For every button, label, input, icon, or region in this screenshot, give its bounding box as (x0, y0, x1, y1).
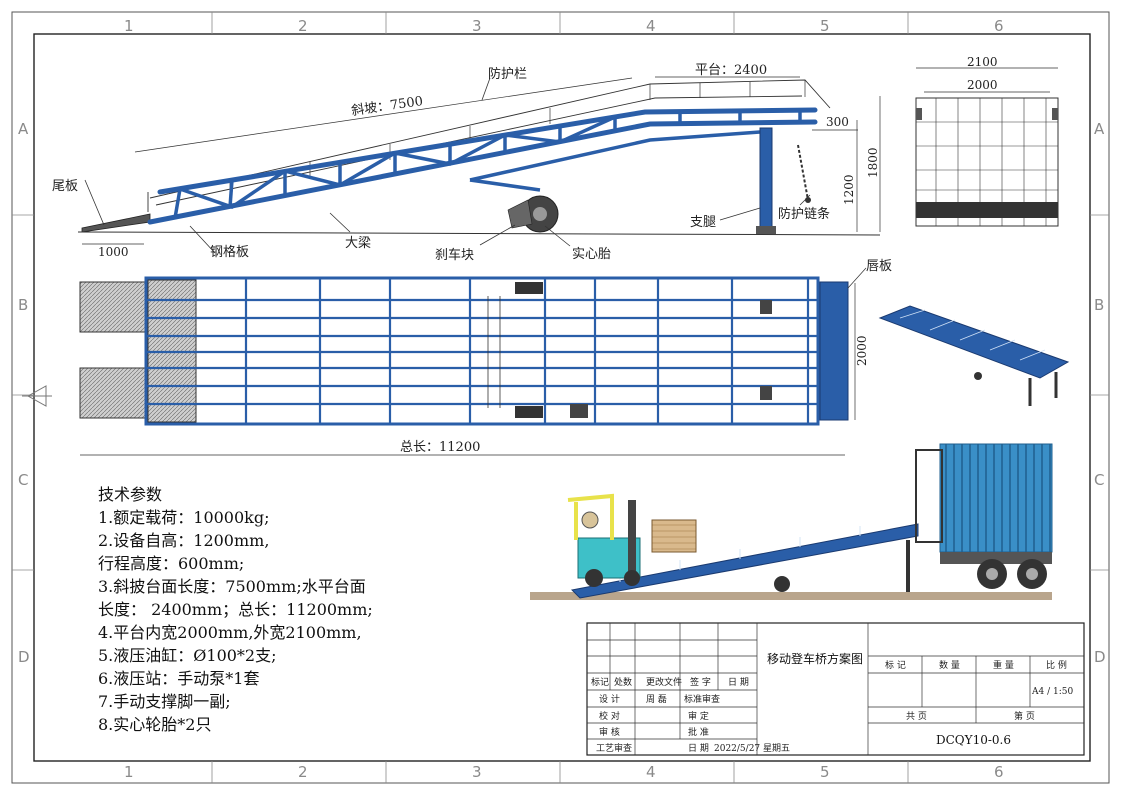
tb-check: 校 对 (599, 710, 620, 722)
tb-mark-header: 标 记 (885, 659, 906, 671)
grid-row-c: C (18, 471, 28, 489)
grid-col-4-bottom: 4 (646, 763, 656, 781)
grid-col-5: 5 (820, 17, 830, 35)
label-main-beam: 大梁 (345, 236, 371, 251)
side-view: 防护栏 斜坡：7500 平台：2400 尾板 1000 钢格板 大梁 刹车块 实… (52, 63, 881, 263)
tech-line-1: 1.额定载荷：10000kg; (98, 508, 270, 527)
inner-frame (33, 33, 1091, 762)
label-dim-2000-side: 2000 (855, 335, 869, 366)
grid-row-d: D (18, 648, 30, 666)
label-dim-2000-top: 2000 (967, 78, 998, 92)
tb-date-label: 日 期 (688, 743, 709, 754)
grid-row-a: A (18, 120, 29, 138)
tb-process-review: 工艺审查 (596, 742, 632, 754)
tech-line-3: 行程高度：600mm; (98, 554, 244, 573)
tech-line-5: 长度： 2400mm；总长：11200mm; (98, 600, 373, 619)
grid-col-6: 6 (994, 17, 1004, 35)
grid-col-4: 4 (646, 17, 656, 35)
grid-row-b: B (18, 296, 28, 314)
label-dim-1200: 1200 (842, 174, 856, 205)
grid-col-1: 1 (124, 17, 134, 35)
label-tail-length: 1000 (98, 245, 129, 259)
tb-sheets-total: 共 页 (906, 711, 927, 722)
tb-rev-mark: 标记 (591, 676, 609, 688)
tech-line-8: 6.液压站：手动泵*1套 (98, 669, 259, 688)
grid-row-d-right: D (1094, 648, 1106, 666)
tech-line-2: 2.设备自高：1200mm, (98, 531, 269, 550)
tb-scale-value: A4 / 1:50 (1031, 687, 1073, 697)
tb-qty-header: 数 量 (939, 659, 960, 671)
label-platform: 平台：2400 (695, 63, 767, 78)
tb-rev-count: 处数 (614, 676, 632, 688)
tech-line-7: 5.液压油缸：Ø100*2支; (98, 646, 277, 665)
label-tailboard: 尾板 (52, 179, 78, 194)
tech-heading: 技术参数 (98, 485, 162, 504)
grid-col-5-bottom: 5 (820, 763, 830, 781)
tb-date-value: 2022/5/27 星期五 (714, 743, 790, 754)
tb-scale-header: 比 例 (1046, 659, 1067, 671)
tb-approve-set: 审 定 (688, 710, 709, 722)
label-dim-2100: 2100 (967, 55, 998, 69)
tb-drawing-no: DCQY10-0.6 (936, 733, 1011, 747)
label-guardrail: 防护栏 (488, 66, 527, 82)
top-view: 2000 总长：11200 唇板 (79, 259, 892, 456)
outer-frame (11, 11, 1110, 784)
label-steel-grating: 钢格板 (210, 244, 249, 260)
title-block: 移动登车桥方案图 标记 处数 更改文件 签 字 日 期 设 计 周 磊 标准审查… (586, 622, 1085, 756)
grid-col-3: 3 (472, 17, 482, 35)
grid-col-2: 2 (298, 17, 308, 35)
grid-col-6-bottom: 6 (994, 763, 1004, 781)
isometric-view (878, 305, 1070, 406)
grid-row-c-right: C (1094, 471, 1104, 489)
label-solid-tire: 实心胎 (572, 247, 611, 262)
grid-col-3-bottom: 3 (472, 763, 482, 781)
tb-design: 设 计 (599, 693, 620, 705)
tb-review: 审 核 (599, 726, 620, 738)
tb-weight-header: 重 量 (993, 659, 1014, 671)
tech-parameters: 技术参数 1.额定载荷：10000kg; 2.设备自高：1200mm, 行程高度… (98, 485, 373, 734)
label-brake-block: 刹车块 (435, 247, 474, 263)
tb-rev-sign: 签 字 (690, 676, 711, 688)
tech-line-6: 4.平台内宽2000mm,外宽2100mm, (98, 623, 362, 642)
label-total-length: 总长：11200 (400, 440, 480, 455)
tb-std-review: 标准审查 (684, 693, 720, 705)
grid-col-1-bottom: 1 (124, 763, 134, 781)
end-view: 2100 2000 (915, 55, 1059, 227)
tech-line-4: 3.斜披台面长度：7500mm;水平台面 (98, 577, 366, 596)
tb-approve: 批 准 (688, 726, 709, 738)
scene-view (530, 443, 1053, 600)
tech-line-10: 8.实心轮胎*2只 (98, 715, 211, 734)
tb-designer: 周 磊 (646, 694, 667, 705)
grid-row-a-right: A (1094, 120, 1105, 138)
tb-sheet-no: 第 页 (1014, 710, 1035, 722)
label-lip-plate: 唇板 (866, 259, 892, 274)
label-dim-1800: 1800 (866, 147, 880, 178)
grid-references: 1 2 3 4 5 6 1 2 3 4 5 6 A B C D A B C D (12, 12, 1109, 783)
label-ramp: 斜坡：7500 (350, 94, 423, 119)
drawing-title: 移动登车桥方案图 (767, 651, 863, 666)
tb-rev-date: 日 期 (728, 677, 749, 688)
label-support-leg: 支腿 (690, 215, 716, 230)
grid-col-2-bottom: 2 (298, 763, 308, 781)
label-dim-300: 300 (826, 115, 849, 129)
grid-row-b-right: B (1094, 296, 1104, 314)
tech-line-9: 7.手动支撑脚一副; (98, 692, 231, 711)
label-guard-chain: 防护链条 (778, 206, 830, 222)
tb-rev-doc: 更改文件 (646, 676, 682, 688)
